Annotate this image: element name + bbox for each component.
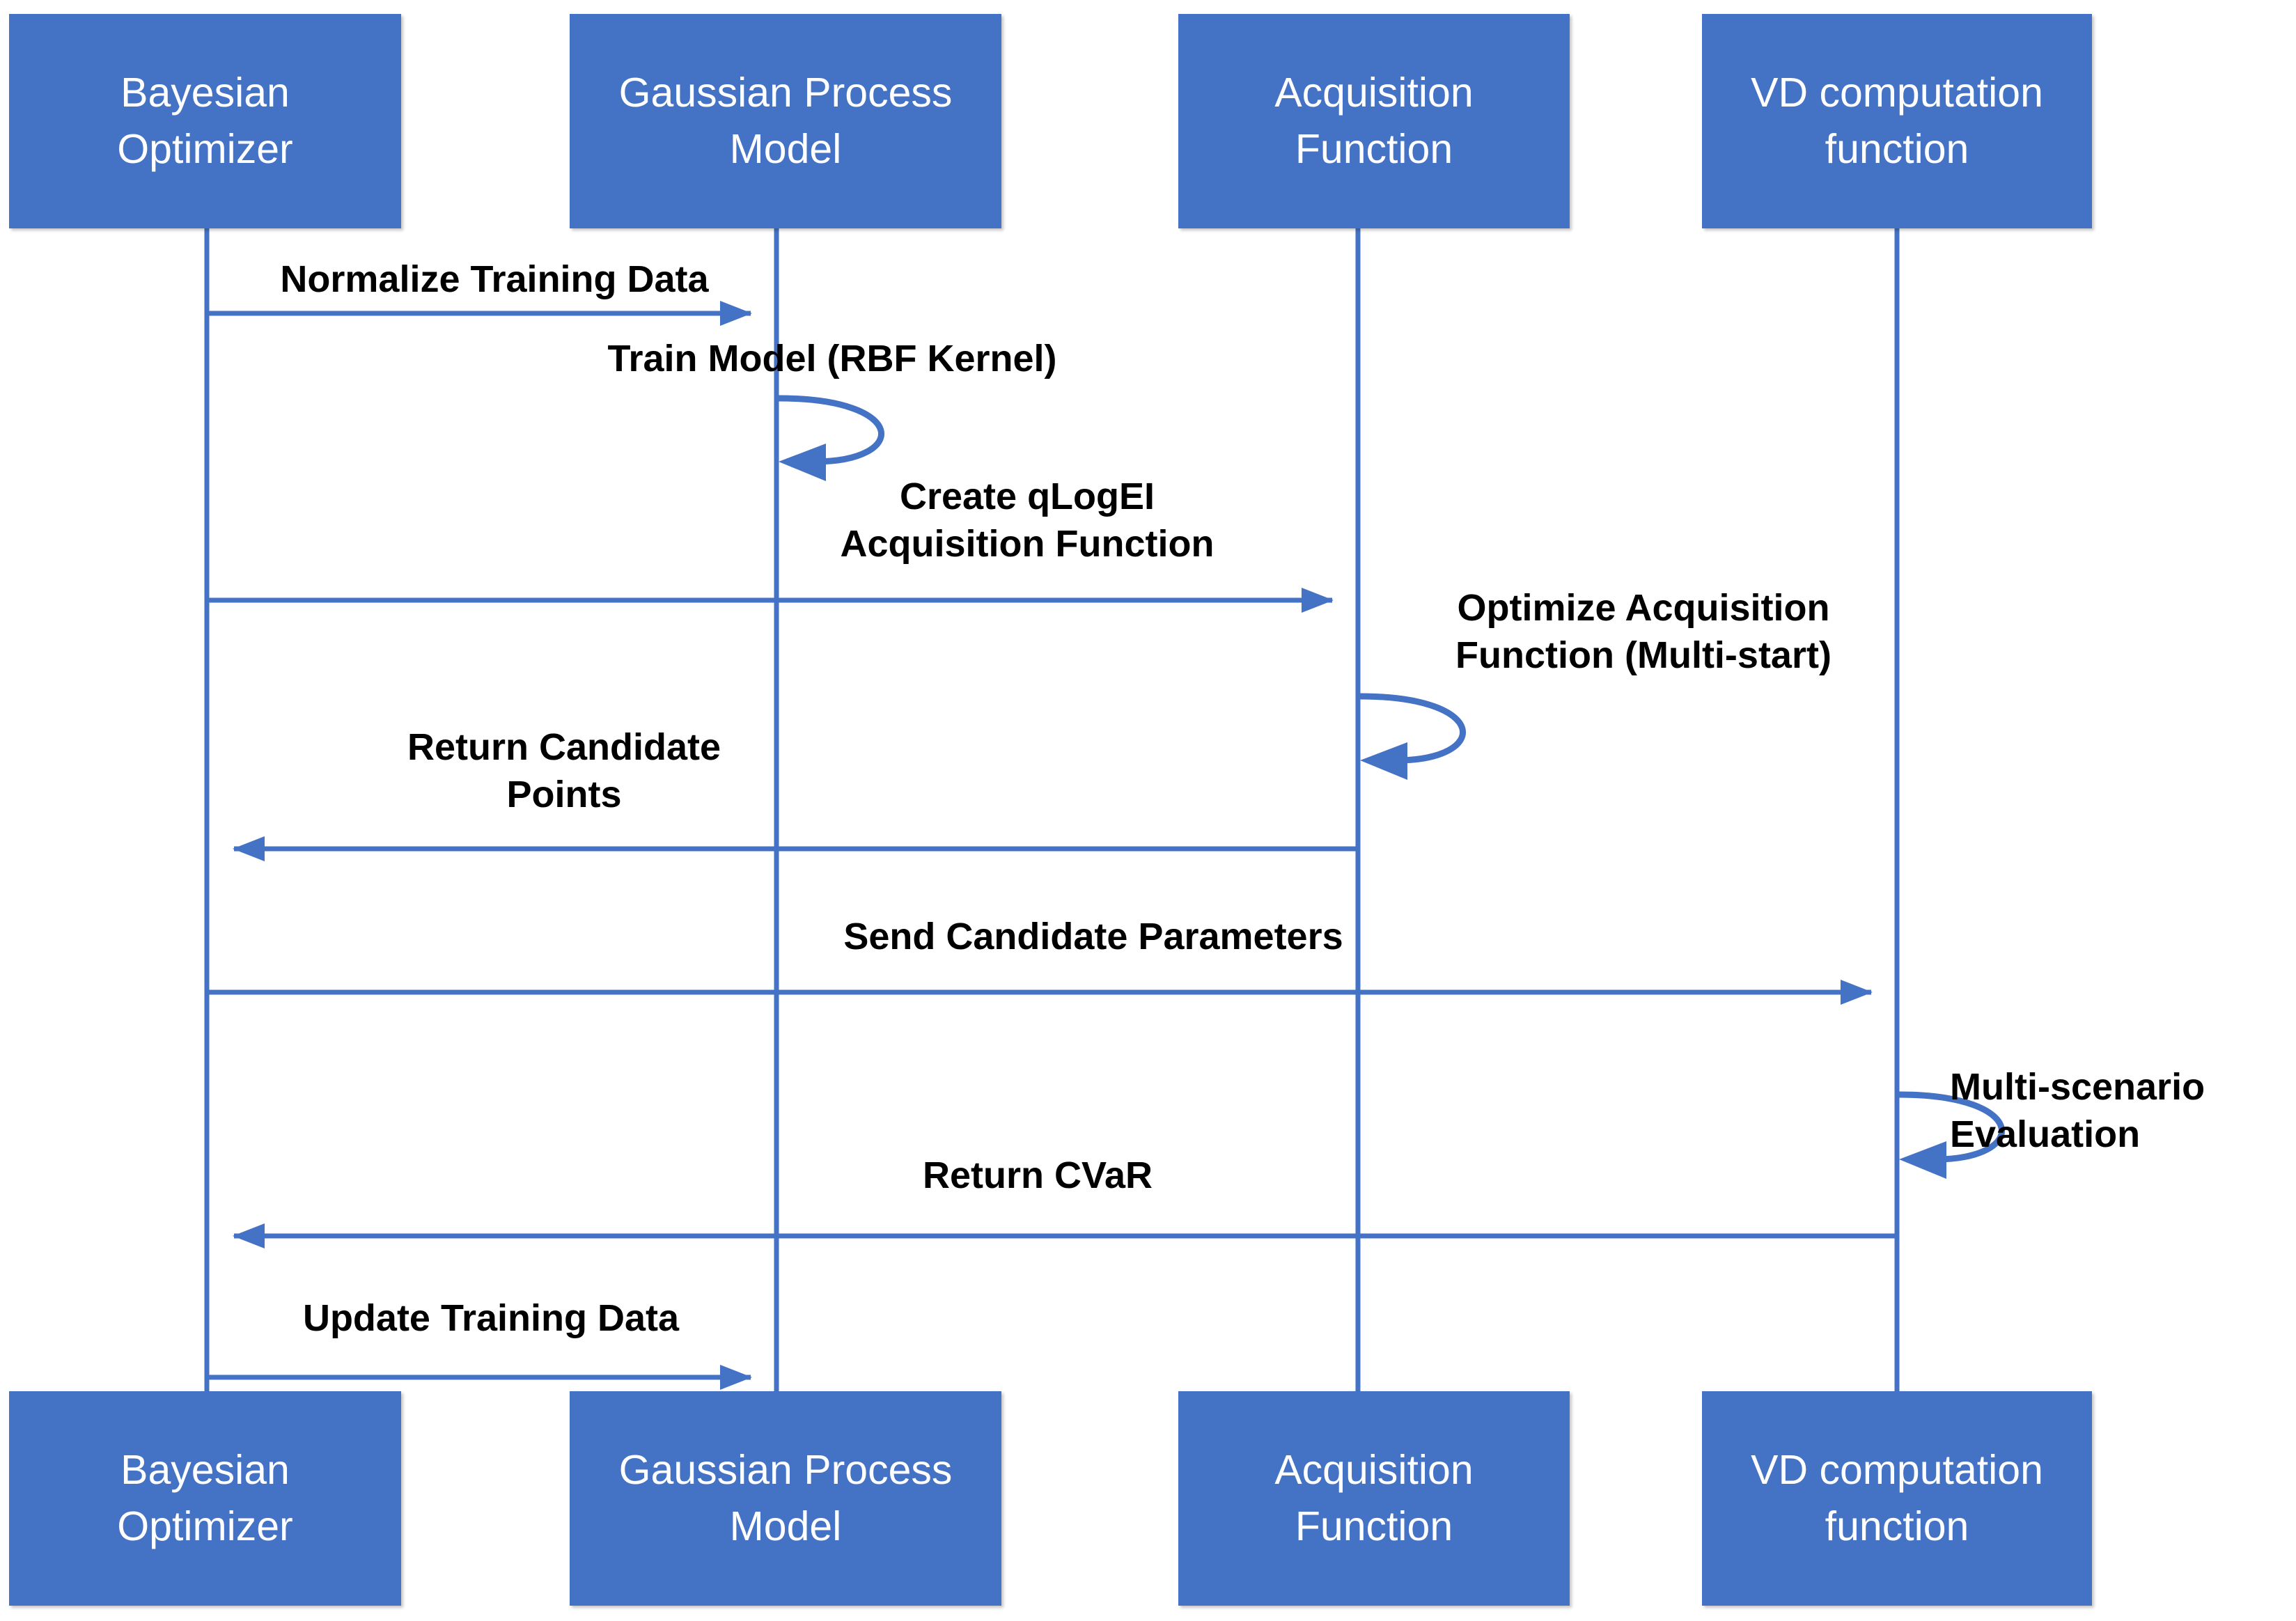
actor-head-gaussian-process-model[interactable]: Gaussian Process Model: [570, 14, 1001, 228]
self-loop-multi-scenario-evaluation: [1898, 1091, 2005, 1179]
actor-head-label-gaussian-process-model: Gaussian Process Model: [618, 69, 953, 172]
message-label-train-model: Train Model (RBF Kernel): [607, 338, 1057, 379]
actor-foot-gaussian-process-model[interactable]: Gaussian Process Model: [570, 1391, 1001, 1606]
actor-head-label-acquisition-function: Acquisition Function: [1274, 69, 1474, 172]
actor-foot-label-gaussian-process-model: Gaussian Process Model: [618, 1446, 953, 1549]
actor-head-vd-computation-function[interactable]: VD computation function: [1702, 14, 2092, 228]
lifelines: [204, 226, 1900, 1400]
actor-foot-label-acquisition-function: Acquisition Function: [1274, 1446, 1474, 1549]
actor-foot-vd-computation-function[interactable]: VD computation function: [1702, 1391, 2092, 1606]
message-label-normalize-training-data: Normalize Training Data: [280, 258, 709, 300]
actor-foot-label-bayesian-optimizer: Bayesian Optimizer: [117, 1446, 293, 1549]
message-label-return-cvar: Return CVaR: [922, 1154, 1153, 1196]
actor-head-bayesian-optimizer[interactable]: Bayesian Optimizer: [9, 14, 401, 228]
message-label-multi-scenario-evaluation: Multi-scenario Evaluation: [1950, 1066, 2205, 1155]
actor-head-label-vd-computation-function: VD computation function: [1751, 69, 2043, 172]
message-label-return-candidate-points: Return Candidate Points: [407, 726, 721, 815]
message-label-optimize-acquisition: Optimize Acquisition Function (Multi-sta…: [1455, 587, 1832, 676]
message-label-create-qlogei: Create qLogEI Acquisition Function: [840, 476, 1215, 565]
actor-foot-bayesian-optimizer[interactable]: Bayesian Optimizer: [9, 1391, 401, 1606]
actor-head-acquisition-function[interactable]: Acquisition Function: [1178, 14, 1570, 228]
actor-foot-label-vd-computation-function: VD computation function: [1751, 1446, 2043, 1549]
self-loop-train-model: [778, 395, 884, 481]
message-label-send-candidate-parameters: Send Candidate Parameters: [843, 916, 1343, 957]
self-loop-optimize-acquisition: [1359, 693, 1466, 780]
actor-foot-acquisition-function[interactable]: Acquisition Function: [1178, 1391, 1570, 1606]
actor-head-label-bayesian-optimizer: Bayesian Optimizer: [117, 69, 293, 172]
message-label-update-training-data: Update Training Data: [302, 1297, 680, 1339]
